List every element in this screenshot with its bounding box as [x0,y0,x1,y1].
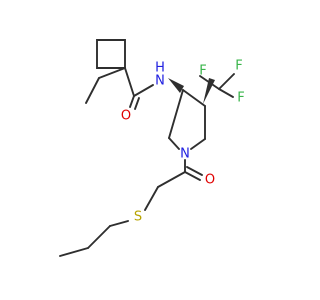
fluorine-top-right-label: F [235,59,242,74]
bond-ethyl [85,77,100,104]
amide-hydrogen-label: H [155,61,165,76]
bond-cf3-f-right [218,88,234,98]
bond-ch2-s [144,186,159,211]
cyclobutane-ring [96,39,126,69]
bond-amide-co-1 [129,95,135,108]
bond-acyl-ch2 [157,171,186,188]
bond-c3-c4 [182,89,206,107]
bond-n1-c2 [168,137,180,150]
ring-nitrogen-label: N [180,147,190,162]
amide-nitrogen-label: N [155,74,165,89]
bond-s-propyl-1 [109,220,129,227]
bond-propyl-3 [59,247,89,257]
sulfur-label: S [134,210,142,225]
bond-ring-ethyl [98,67,126,79]
acyl-oxygen-label: O [205,173,215,188]
bond-n-c3-wedge [168,78,184,93]
bond-cf3-f-topright [218,73,235,90]
bond-c2-c3 [168,89,184,139]
bond-amide-co-2 [134,97,140,110]
bond-propyl-2 [87,225,111,249]
bond-acyl-co-2 [186,166,203,176]
amide-oxygen-label: O [121,109,131,124]
fluorine-right-label: F [237,91,244,106]
bond-carbonyl-n [133,84,154,97]
bond-c5-n1 [190,138,206,150]
bond-cf3-f-left [199,75,220,90]
bond-ring-carbonyl [124,67,135,97]
molecule-canvas: N H O N O S F F F [59,39,245,257]
fluorine-top-left-label: F [199,64,206,79]
molecule-structure-diagram: N H O N O S F F F [59,39,245,257]
bond-acyl-co-1 [184,171,201,181]
